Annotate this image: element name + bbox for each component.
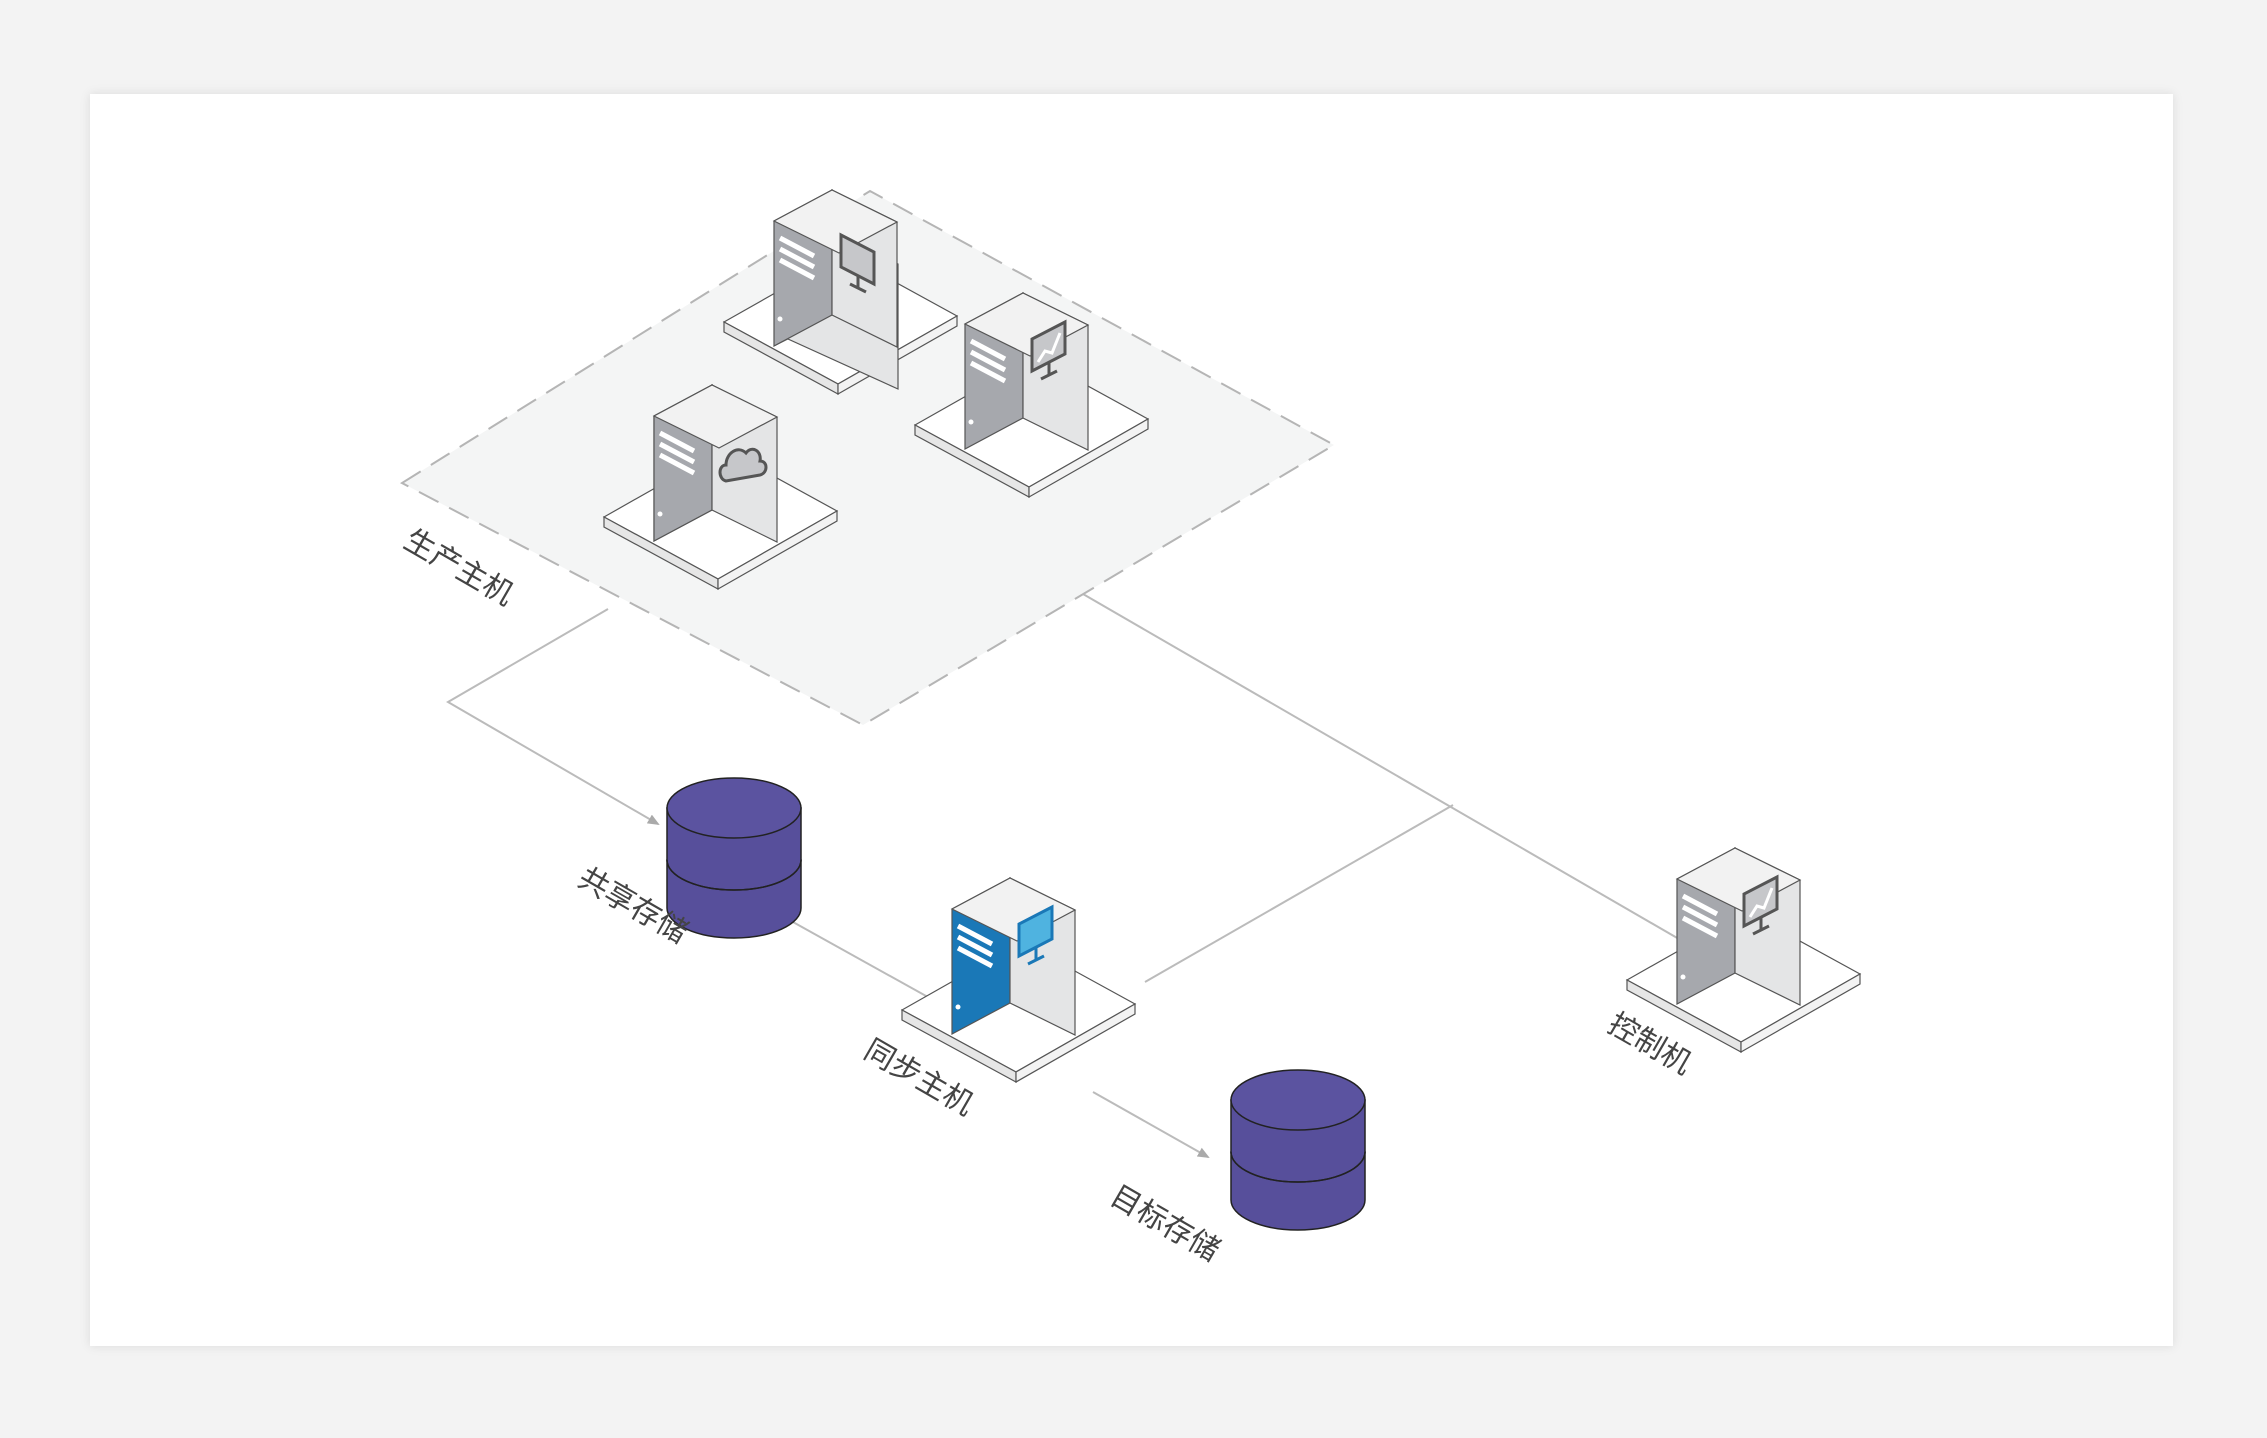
- production-group-area: [399, 189, 1337, 727]
- production-server-monitor: [722, 188, 959, 396]
- target-storage: [1230, 1069, 1366, 1231]
- shared-storage: [666, 777, 802, 939]
- connectors: [446, 593, 1711, 1158]
- link-controller-to-sync-host: [1144, 804, 1454, 983]
- cloud-icon: [718, 447, 768, 483]
- diagram-canvas: 生产主机 共享存储 同步主机 目标存储: [90, 94, 2173, 1346]
- monitor-icon: [1017, 904, 1054, 966]
- vent-slots: [778, 235, 816, 281]
- production-server-cloud: [602, 383, 839, 591]
- production-hosts-group: 生产主机: [398, 188, 1337, 727]
- chart-monitor-icon: [1742, 874, 1779, 936]
- controller-server: [1625, 846, 1862, 1054]
- monitor-icon: [839, 232, 876, 294]
- link-sync-to-target-storage: [1092, 1091, 1210, 1158]
- sync-host-server: [900, 876, 1137, 1084]
- link-production-to-controller: [1082, 593, 1711, 958]
- link-production-to-shared-storage: [446, 608, 660, 826]
- chart-monitor-icon: [1030, 319, 1067, 381]
- production-server-chart: [913, 291, 1150, 499]
- production-hosts-label: 生产主机: [398, 523, 519, 613]
- target-storage-label: 目标存储: [1104, 1179, 1225, 1269]
